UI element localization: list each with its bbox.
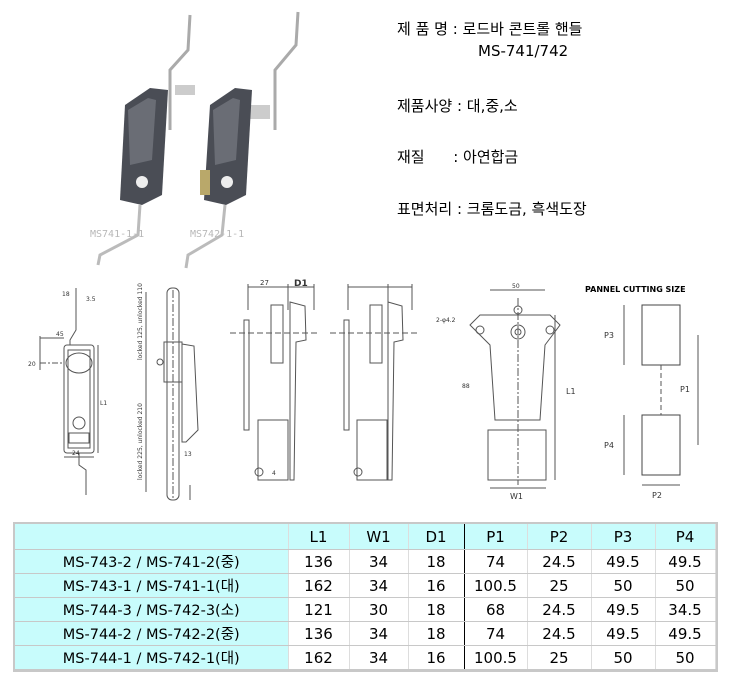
table-header-row: L1 W1 D1 P1 P2 P3 P4 xyxy=(15,524,716,550)
side-view-drawing: locked 125, unlocked 110 locked 225, unl… xyxy=(137,283,199,501)
cell-p3: 50 xyxy=(591,645,656,670)
cell-p2: 25 xyxy=(527,573,592,598)
section-view-1: 27 D1 4 xyxy=(230,279,320,481)
product-sizes: 제품사양 : 대,중,소 xyxy=(397,97,518,115)
header-p2: P2 xyxy=(527,524,592,550)
cell-d1: 18 xyxy=(408,621,465,646)
cell-l1: 162 xyxy=(288,645,350,670)
cell-p4: 34.5 xyxy=(655,597,716,622)
cell-d1: 18 xyxy=(408,549,465,574)
dim-w1: W1 xyxy=(510,492,523,501)
cell-l1: 136 xyxy=(288,621,350,646)
cell-model: MS-743-2 / MS-741-2(중) xyxy=(15,549,289,574)
front-view-drawing: 45 20 3.5 18 24 L1 xyxy=(28,288,107,495)
product-finish: 표면처리 : 크롬도금, 흑색도장 xyxy=(397,200,587,218)
dim-50: 50 xyxy=(512,283,520,290)
section-view-2 xyxy=(330,284,418,481)
technical-drawing: 45 20 3.5 18 24 L1 locked 125, unlocked … xyxy=(28,279,699,501)
dim-3-5: 3.5 xyxy=(86,296,96,303)
cell-w1: 34 xyxy=(349,549,409,574)
cell-d1: 16 xyxy=(408,573,465,598)
cell-p4: 50 xyxy=(655,645,716,670)
dim-p4: P4 xyxy=(604,441,614,450)
header-l1: L1 xyxy=(288,524,350,550)
cell-p2: 24.5 xyxy=(527,597,592,622)
cell-p2: 25 xyxy=(527,645,592,670)
cell-p3: 49.5 xyxy=(591,597,656,622)
cell-model: MS-743-1 / MS-741-1(대) xyxy=(15,573,289,598)
product-photo xyxy=(96,11,300,269)
header-p1: P1 xyxy=(464,524,528,550)
dim-d1: D1 xyxy=(294,279,308,289)
header-p3: P3 xyxy=(591,524,656,550)
cell-p1: 100.5 xyxy=(464,573,528,598)
header-d1: D1 xyxy=(408,524,465,550)
panel-cutting-drawing: PANNEL CUTTING SIZE P3 P4 P1 P2 xyxy=(585,285,699,500)
cell-p4: 50 xyxy=(655,573,716,598)
cell-l1: 136 xyxy=(288,549,350,574)
cell-p4: 49.5 xyxy=(655,549,716,574)
cell-p1: 74 xyxy=(464,621,528,646)
cutting-title: PANNEL CUTTING SIZE xyxy=(585,285,686,294)
dim-p3: P3 xyxy=(604,331,614,340)
dim-l1: L1 xyxy=(566,387,576,396)
header-model xyxy=(15,524,289,550)
cell-w1: 34 xyxy=(349,645,409,670)
cell-model: MS-744-1 / MS-742-1(대) xyxy=(15,645,289,670)
cell-p4: 49.5 xyxy=(655,621,716,646)
dim-45: 45 xyxy=(56,331,64,338)
handle-photo-ms741 xyxy=(96,14,195,266)
dim-locked-upper: locked 125, unlocked 110 xyxy=(137,283,144,360)
cell-l1: 162 xyxy=(288,573,350,598)
cell-l1: 121 xyxy=(288,597,350,622)
dimension-table: L1 W1 D1 P1 P2 P3 P4 MS-743-2 / MS-741-2… xyxy=(13,522,718,672)
dim-l1-small: L1 xyxy=(100,400,107,407)
dim-27: 27 xyxy=(260,279,269,287)
back-view-drawing: 50 2-φ4.2 88 L1 W1 xyxy=(436,283,576,501)
dim-13: 13 xyxy=(184,451,192,458)
header-p4: P4 xyxy=(655,524,716,550)
product-model: MS-741/742 xyxy=(478,42,569,60)
dim-20: 20 xyxy=(28,361,36,368)
product-material: 재질 : 아연합금 xyxy=(397,148,519,166)
cell-p1: 100.5 xyxy=(464,645,528,670)
dim-24: 24 xyxy=(72,450,80,457)
handle-photo-ms742 xyxy=(184,11,300,269)
dim-locked-lower: locked 225, unlocked 210 xyxy=(137,403,144,480)
cell-d1: 16 xyxy=(408,645,465,670)
cell-model: MS-744-2 / MS-742-2(중) xyxy=(15,621,289,646)
dim-88: 88 xyxy=(462,383,470,390)
header-w1: W1 xyxy=(349,524,409,550)
cell-p1: 74 xyxy=(464,549,528,574)
cell-p2: 24.5 xyxy=(527,549,592,574)
product-name: 제 품 명 : 로드바 콘트롤 핸들 xyxy=(397,20,583,38)
cell-p3: 50 xyxy=(591,573,656,598)
dim-4: 4 xyxy=(272,470,276,477)
photo-label-ms742: MS742-1-1 xyxy=(190,229,245,240)
cell-d1: 18 xyxy=(408,597,465,622)
cell-w1: 34 xyxy=(349,621,409,646)
dim-p1: P1 xyxy=(680,385,690,394)
dim-p2: P2 xyxy=(652,491,662,500)
cell-p2: 24.5 xyxy=(527,621,592,646)
cell-w1: 34 xyxy=(349,573,409,598)
cell-model: MS-744-3 / MS-742-3(소) xyxy=(15,597,289,622)
photo-label-ms741: MS741-1-1 xyxy=(90,229,145,240)
dim-holes: 2-φ4.2 xyxy=(436,317,456,324)
cell-p1: 68 xyxy=(464,597,528,622)
cell-p3: 49.5 xyxy=(591,621,656,646)
cell-p3: 49.5 xyxy=(591,549,656,574)
dim-18: 18 xyxy=(62,291,70,298)
cell-w1: 30 xyxy=(349,597,409,622)
